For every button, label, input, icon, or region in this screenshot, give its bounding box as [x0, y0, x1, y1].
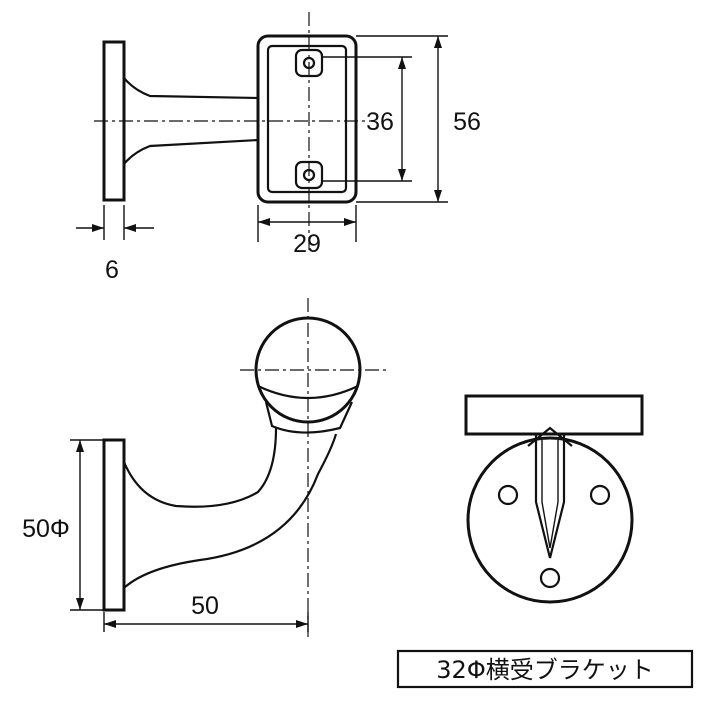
front-screw-hole-right: [589, 484, 611, 506]
front-stem-outer: [534, 434, 566, 559]
caption-box: 32Φ横受ブラケット: [396, 649, 694, 689]
dim-plate-height-label: 56: [453, 108, 481, 136]
front-stem-cap: [527, 426, 573, 447]
front-screw-hole-left: [497, 484, 519, 506]
top-plate-inner: [266, 44, 348, 194]
front-rail-bar: [464, 394, 644, 436]
side-view: [102, 298, 386, 640]
top-view: [94, 12, 372, 250]
front-stem-inner: [541, 440, 559, 549]
dim-projection-label: 50: [191, 592, 219, 620]
caption-label: 32Φ横受ブラケット: [436, 656, 653, 684]
side-cup-rim: [257, 385, 359, 400]
dim-plate-width-label: 29: [293, 230, 321, 258]
side-flange: [102, 438, 126, 612]
dim-flange-thickness: 6: [76, 205, 154, 284]
dim-flange-diameter: 50Φ: [22, 439, 104, 611]
top-arm-lower: [123, 138, 259, 165]
front-screw-hole-bottom: [539, 567, 561, 589]
side-arm-lower: [123, 433, 338, 589]
dim-flange-diameter-label: 50Φ: [22, 515, 70, 543]
top-arm-upper: [123, 77, 259, 100]
dim-plate-width: 29: [257, 205, 357, 258]
dim-hole-spacing: 36: [322, 56, 412, 182]
front-flange-disc: [466, 436, 634, 604]
caption-frame: [396, 649, 694, 689]
dim-flange-thickness-label: 6: [105, 256, 119, 284]
dim-hole-spacing-label: 36: [366, 108, 394, 136]
side-neck: [264, 401, 353, 434]
dim-plate-height: 56: [356, 35, 481, 203]
dim-projection: 50: [103, 592, 309, 632]
top-plate: [256, 34, 358, 204]
side-arm-upper: [122, 427, 278, 508]
front-view: [464, 394, 644, 604]
